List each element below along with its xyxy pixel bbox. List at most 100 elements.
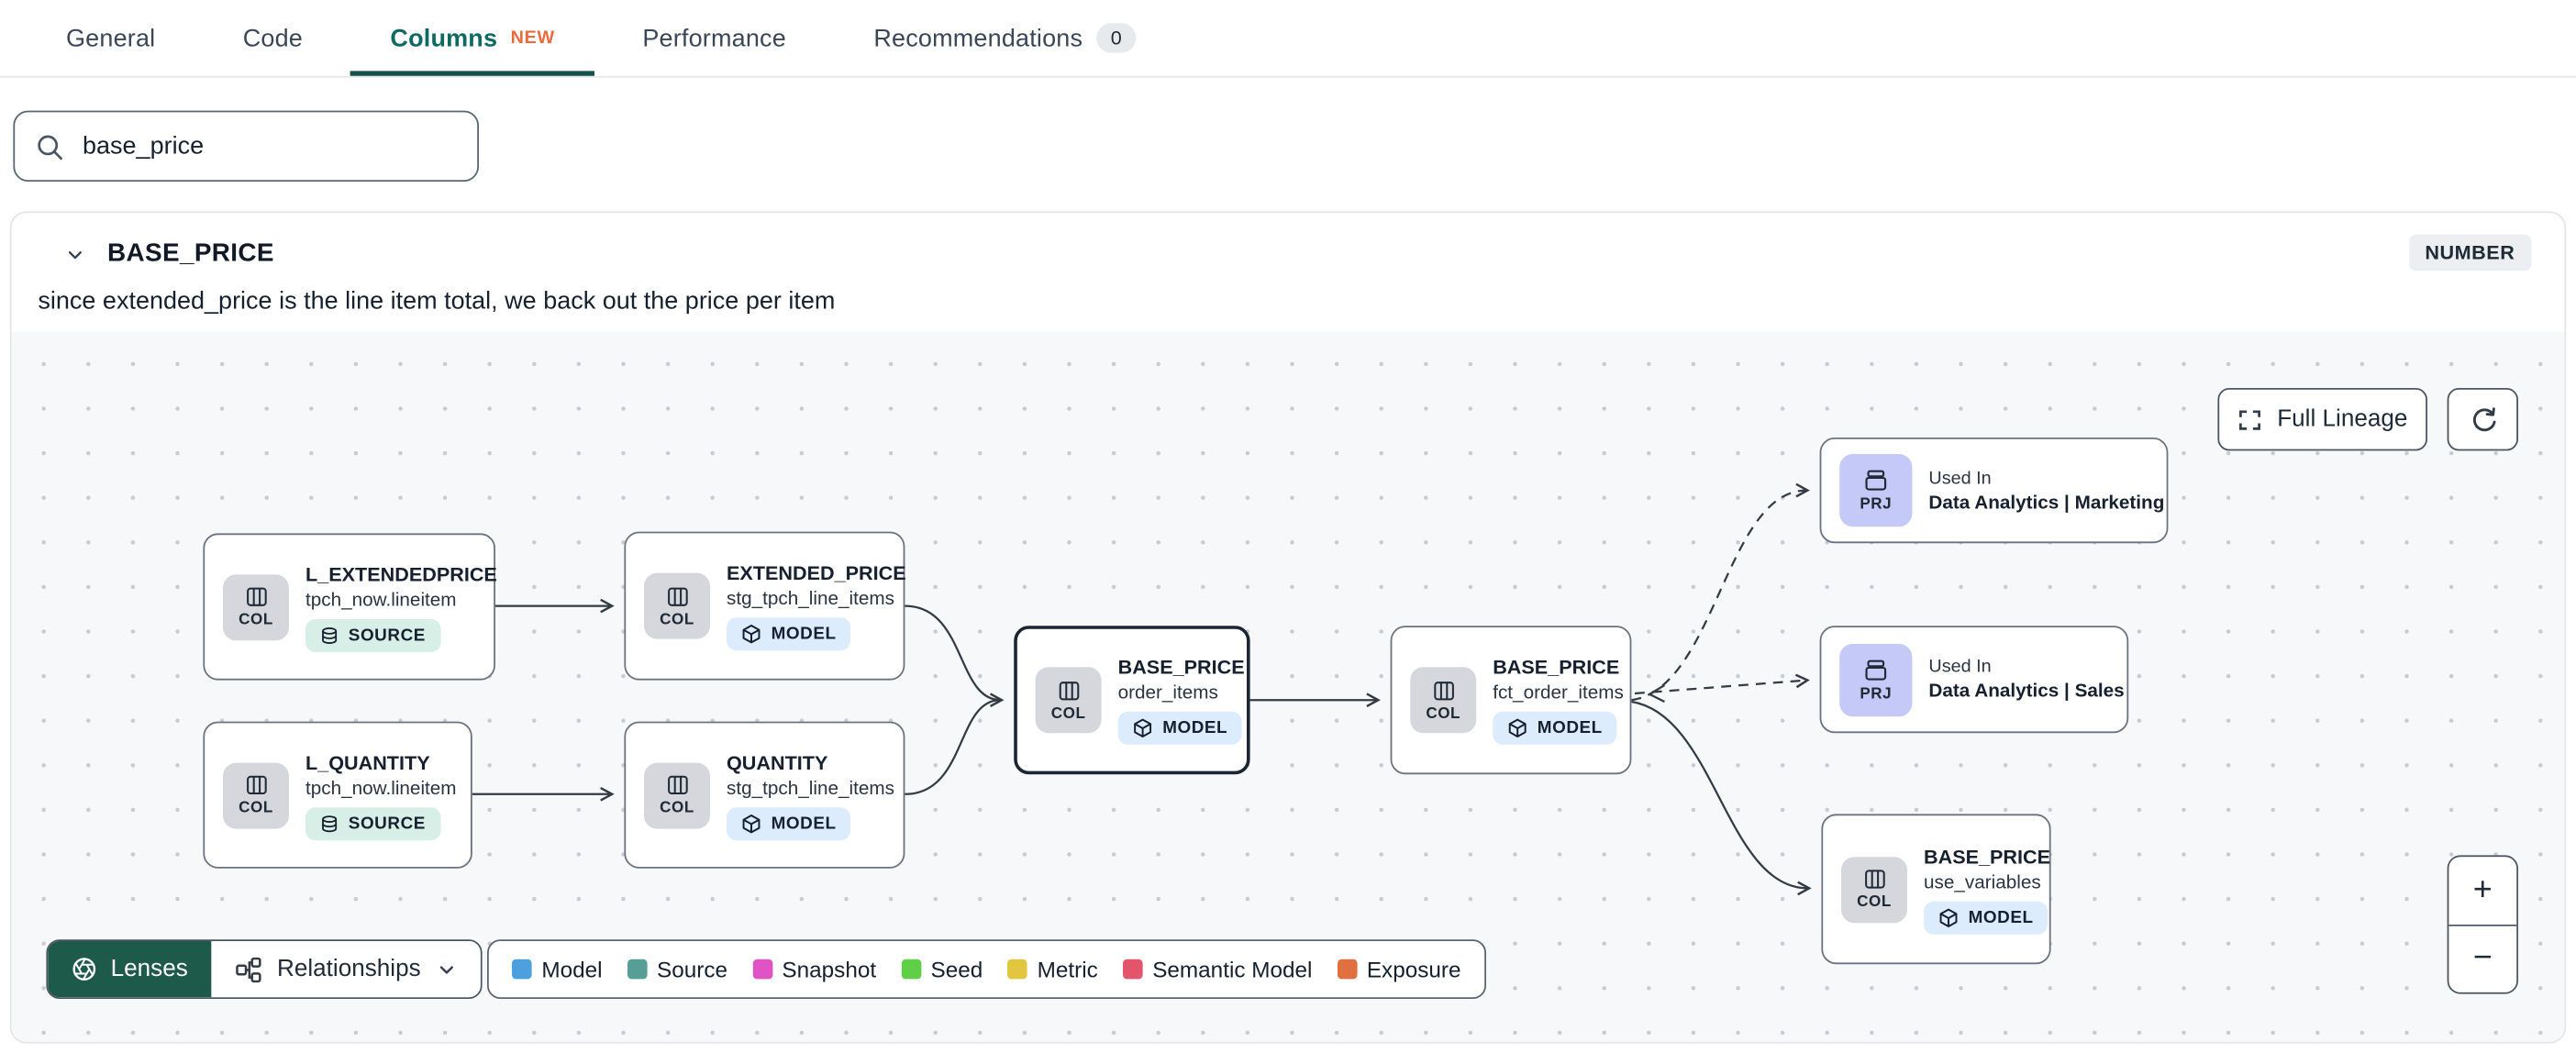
tab-bar: General Code Columns NEW Performance Rec…	[0, 0, 2576, 78]
full-lineage-button[interactable]: Full Lineage	[2217, 388, 2427, 451]
column-icon: COL	[644, 761, 710, 828]
lineage-node-base-price-fct-order-items[interactable]: COL BASE_PRICE fct_order_items MODEL	[1390, 626, 1632, 775]
model-badge: MODEL	[727, 806, 851, 840]
legend-item-model: Model	[512, 957, 603, 981]
lineage-node-l-extendedprice[interactable]: COL L_EXTENDEDPRICE tpch_now.lineitem SO…	[203, 533, 497, 681]
search-icon	[35, 131, 64, 161]
zoom-in-button[interactable]: +	[2448, 857, 2517, 926]
search-box[interactable]	[13, 110, 480, 182]
node-subtitle: use_variables	[1924, 872, 2041, 892]
model-badge: MODEL	[1924, 900, 2049, 934]
recommendations-count-badge: 0	[1095, 23, 1137, 53]
lineage-node-l-quantity[interactable]: COL L_QUANTITY tpch_now.lineitem SOURCE	[203, 721, 472, 869]
model-badge: MODEL	[727, 617, 851, 651]
refresh-icon	[2468, 405, 2497, 434]
node-subtitle: order_items	[1117, 683, 1218, 704]
column-icon: COL	[223, 761, 289, 828]
tab-code[interactable]: Code	[204, 0, 343, 76]
tab-performance-label: Performance	[642, 24, 786, 52]
archive-icon	[1865, 471, 1887, 492]
refresh-button[interactable]	[2447, 388, 2518, 451]
node-subtitle: stg_tpch_line_items	[727, 778, 894, 799]
snapshot-swatch	[752, 959, 772, 980]
tab-columns-label: Columns	[390, 24, 498, 52]
lineage-node-used-in-sales[interactable]: PRJ Used In Data Analytics | Sales	[1819, 626, 2129, 734]
node-title: Data Analytics | Marketing	[1928, 493, 2165, 513]
cube-icon	[1508, 718, 1527, 737]
tab-performance[interactable]: Performance	[603, 0, 826, 76]
lineage-legend: Model Source Snapshot Seed Metric Semant…	[487, 939, 1486, 999]
lineage-node-quantity[interactable]: COL QUANTITY stg_tpch_line_items MODEL	[624, 721, 905, 869]
tab-code-label: Code	[242, 24, 304, 52]
node-subtitle: tpch_now.lineitem	[305, 590, 457, 611]
source-badge: SOURCE	[305, 806, 441, 840]
lineage-edges	[472, 482, 1812, 896]
database-icon	[322, 626, 338, 644]
column-description: since extended_price is the line item to…	[38, 287, 836, 316]
column-icon: COL	[1035, 667, 1102, 734]
project-icon: PRJ	[1839, 643, 1913, 716]
relationships-dropdown[interactable]: Relationships	[210, 941, 481, 998]
cube-icon	[1939, 907, 1958, 927]
cube-icon	[742, 625, 761, 644]
new-badge: NEW	[510, 28, 555, 49]
used-in-label: Used In	[1928, 657, 1992, 677]
seed-swatch	[901, 959, 921, 980]
lineage-node-base-price-order-items[interactable]: COL BASE_PRICE order_items MODEL	[1014, 626, 1250, 775]
source-swatch	[627, 959, 648, 980]
aperture-icon	[71, 956, 97, 982]
column-type-badge: NUMBER	[2408, 234, 2532, 272]
model-badge: MODEL	[1117, 711, 1243, 745]
chevron-down-icon[interactable]	[61, 241, 88, 268]
legend-item-snapshot: Snapshot	[752, 957, 876, 981]
relationships-icon	[234, 955, 262, 983]
node-subtitle: fct_order_items	[1493, 683, 1624, 704]
column-name: BASE_PRICE	[107, 239, 274, 268]
node-subtitle: tpch_now.lineitem	[305, 778, 457, 799]
node-title: L_EXTENDEDPRICE	[305, 561, 497, 586]
model-badge: MODEL	[1493, 711, 1617, 745]
column-icon: COL	[223, 573, 289, 640]
column-card-header: BASE_PRICE NUMBER since extended_price i…	[12, 213, 2565, 316]
archive-icon	[1865, 660, 1887, 681]
lenses-control-group: Lenses Relationships	[46, 939, 483, 999]
tab-general[interactable]: General	[27, 0, 195, 76]
legend-item-metric: Metric	[1007, 957, 1098, 981]
column-card: BASE_PRICE NUMBER since extended_price i…	[9, 211, 2567, 1044]
node-title: EXTENDED_PRICE	[727, 561, 906, 585]
column-icon: COL	[1841, 856, 1907, 923]
legend-item-source: Source	[627, 957, 727, 981]
zoom-out-button[interactable]: −	[2448, 925, 2517, 992]
node-title: QUANTITY	[727, 750, 828, 774]
lenses-button[interactable]: Lenses	[48, 941, 211, 998]
tab-recommendations-label: Recommendations	[873, 24, 1083, 52]
legend-item-exposure: Exposure	[1337, 957, 1461, 981]
legend-item-seed: Seed	[901, 957, 983, 981]
project-icon: PRJ	[1839, 454, 1913, 527]
lineage-node-extended-price[interactable]: COL EXTENDED_PRICE stg_tpch_line_items M…	[624, 531, 906, 681]
source-badge: SOURCE	[305, 618, 441, 652]
node-title: Data Analytics | Sales	[1928, 682, 2125, 702]
tab-recommendations[interactable]: Recommendations 0	[834, 0, 1176, 76]
lineage-node-base-price-use-variables[interactable]: COL BASE_PRICE use_variables MODEL	[1821, 814, 2051, 965]
cube-icon	[1134, 718, 1152, 737]
legend-item-semantic-model: Semantic Model	[1122, 957, 1312, 981]
search-row	[0, 78, 2576, 182]
tab-general-label: General	[66, 24, 156, 52]
node-title: BASE_PRICE	[1117, 655, 1245, 679]
node-subtitle: stg_tpch_line_items	[727, 589, 894, 610]
node-title: BASE_PRICE	[1924, 844, 2051, 868]
used-in-label: Used In	[1928, 468, 1992, 488]
column-icon: COL	[1410, 667, 1477, 734]
zoom-controls: + −	[2447, 855, 2518, 994]
node-title: L_QUANTITY	[305, 750, 430, 774]
tab-columns[interactable]: Columns NEW	[350, 0, 594, 76]
node-title: BASE_PRICE	[1493, 655, 1620, 679]
model-swatch	[512, 959, 532, 980]
search-input[interactable]	[79, 130, 458, 162]
lineage-node-used-in-marketing[interactable]: PRJ Used In Data Analytics | Marketing	[1819, 438, 2169, 544]
exposure-swatch	[1337, 959, 1358, 980]
lineage-canvas[interactable]: COL L_EXTENDEDPRICE tpch_now.lineitem SO…	[11, 331, 2565, 1042]
column-icon: COL	[644, 572, 710, 639]
